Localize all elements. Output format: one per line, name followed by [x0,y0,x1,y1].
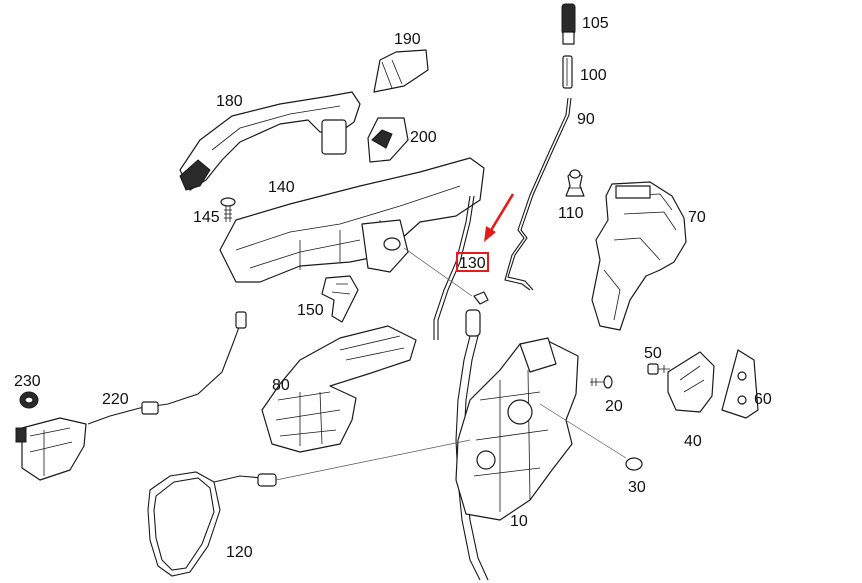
part-10-door-lock[interactable] [455,337,579,521]
part-110-grommet[interactable] [565,169,585,197]
part-60-plate[interactable] [721,349,759,419]
label-110: 110 [558,205,584,222]
label-150: 150 [297,302,324,319]
label-60: 60 [754,391,772,408]
part-40-striker[interactable] [667,351,715,413]
part-200-trim-insert[interactable] [367,117,409,163]
part-120-release-cable[interactable] [147,439,471,577]
part-70-latch-cover[interactable] [591,181,687,331]
label-100: 100 [580,67,607,84]
part-140-handle-carrier[interactable] [219,157,485,283]
part-180-door-handle[interactable] [179,91,361,191]
label-20: 20 [605,398,623,415]
part-100-rod-guide[interactable] [562,55,573,89]
label-80: 80 [272,377,290,394]
part-220-cable[interactable] [87,311,247,425]
label-105: 105 [582,15,609,32]
part-150-sensor[interactable] [321,275,359,323]
part-20-screw[interactable] [590,375,613,389]
label-180: 180 [216,93,243,110]
label-50: 50 [644,345,662,362]
label-40: 40 [684,433,702,450]
part-145-screw[interactable] [220,197,236,222]
part-105-lock-knob[interactable] [561,3,576,45]
label-10: 10 [510,513,528,530]
label-70: 70 [688,209,706,226]
part-90-lock-rod[interactable] [504,97,572,291]
label-200: 200 [410,129,437,146]
highlight-arrow [484,193,515,242]
label-140: 140 [268,179,295,196]
part-80-inner-handle-bracket[interactable] [261,325,417,453]
label-190: 190 [394,31,421,48]
part-230-grommet[interactable] [19,391,39,409]
label-220: 220 [102,391,129,408]
part-190-handle-cap[interactable] [373,49,429,93]
label-90: 90 [577,111,595,128]
label-120: 120 [226,544,253,561]
highlight-box-130 [456,252,489,272]
part-50-screw[interactable] [647,363,670,375]
label-30: 30 [628,479,646,496]
label-145: 145 [193,209,220,226]
label-130: 130 [459,255,486,272]
label-230: 230 [14,373,41,390]
part-220-actuator[interactable] [15,417,87,481]
part-30-screw[interactable] [539,403,643,471]
